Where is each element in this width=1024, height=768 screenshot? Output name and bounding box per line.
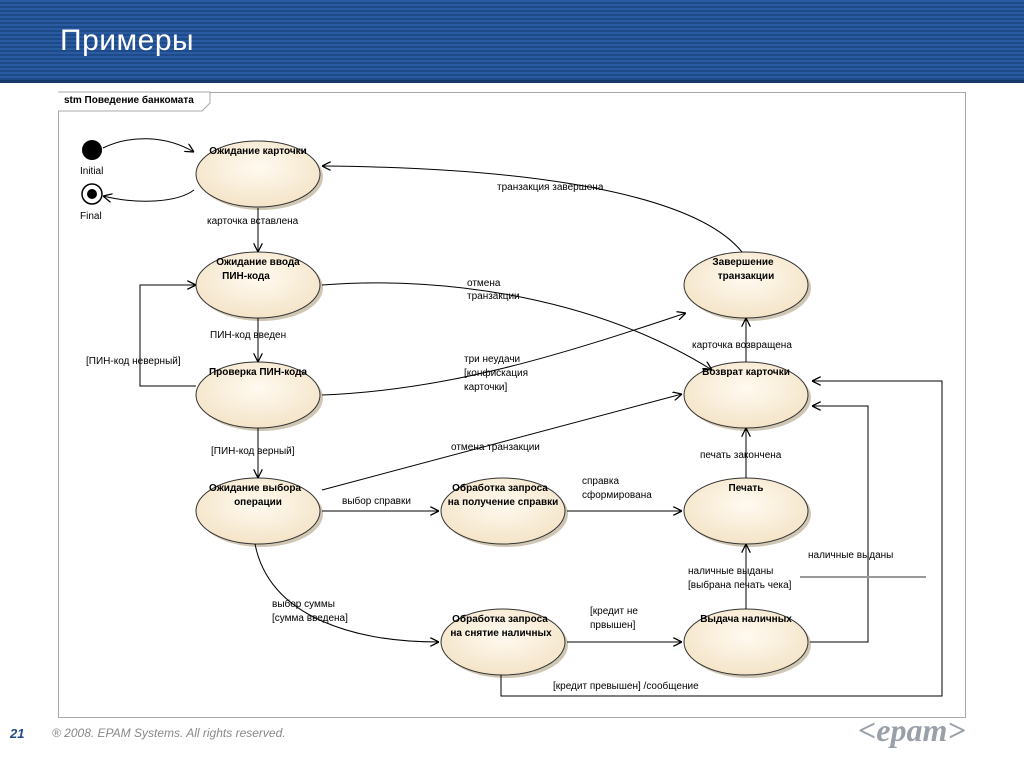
frame-tab	[58, 91, 211, 112]
slide-header	[0, 0, 1024, 80]
slide-title: Примеры	[60, 24, 195, 57]
transition-label: првышен]	[590, 620, 636, 631]
state-process-cash	[440, 608, 568, 678]
state-label: ПИН-кода	[222, 271, 270, 282]
transition-label: карточки]	[464, 382, 507, 393]
transition-label: ПИН-код введен	[210, 330, 286, 341]
final-node-core	[87, 189, 97, 199]
edge-credit-exceeded	[500, 381, 943, 697]
state-label: Завершение	[712, 257, 774, 268]
transition-label: три неудачи	[464, 354, 520, 365]
state-label: на получение справки	[448, 497, 559, 508]
state-label: Обработка запроса	[452, 482, 548, 494]
state-label: Ожидание карточки	[209, 146, 307, 157]
state-check-pin	[195, 361, 323, 431]
edge-transaction-done	[322, 166, 743, 253]
edge-cash-issued	[810, 406, 869, 643]
state-label: Ожидание ввода	[216, 257, 300, 268]
state-label: Возврат карточки	[702, 367, 790, 378]
transition-label: карточка возвращена	[692, 340, 792, 351]
initial-node	[82, 140, 102, 160]
transition-label: [кредит превышен] /сообщение	[553, 680, 699, 692]
transition-label: выбор суммы	[272, 598, 335, 610]
transition-label: сформирована	[582, 489, 652, 501]
transition-label: отмена транзакции	[451, 442, 540, 453]
state-process-help	[440, 477, 568, 547]
transition-label: отмена	[467, 278, 501, 289]
edge-three-fails	[321, 313, 686, 396]
initial-label: Initial	[80, 166, 103, 177]
transition-label: транзакция завершена	[497, 182, 604, 193]
transition-label: [ПИН-код верный]	[211, 446, 295, 457]
transition-label: [ПИН-код неверный]	[86, 356, 181, 367]
edge-pin-wrong	[139, 285, 196, 387]
state-label: операции	[234, 497, 282, 508]
state-label: Обработка запроса	[452, 613, 548, 625]
state-label: Проверка ПИН-кода	[209, 367, 308, 378]
state-wait-card	[195, 140, 323, 210]
state-wait-operation	[195, 477, 323, 547]
diagram-frame	[58, 92, 966, 718]
transition-label: [сумма введена]	[272, 613, 348, 624]
transition-label: наличные выданы	[808, 550, 893, 561]
transition-label: справка	[582, 476, 619, 487]
state-label: Ожидание выбора	[209, 482, 302, 494]
epam-logo: <epam>	[858, 712, 966, 748]
state-issue-cash	[683, 608, 811, 678]
edge-sum-select	[254, 543, 439, 642]
header-divider	[0, 80, 1024, 83]
transition-label: [конфискация	[464, 367, 528, 379]
transition-label: наличные выданы	[688, 566, 773, 577]
state-finish-transaction	[683, 251, 811, 321]
transition-label: выбор справки	[342, 495, 411, 507]
copyright-text: ® 2008. EPAM Systems. All rights reserve…	[52, 726, 286, 740]
edge-cancel-transaction	[321, 282, 712, 370]
state-wait-pin	[195, 251, 323, 321]
state-label: Печать	[729, 483, 764, 494]
state-label: транзакции	[718, 271, 774, 282]
transition-label: [кредит не	[590, 606, 638, 617]
edge-initial-to-wait-card	[102, 138, 194, 152]
transition-label: [выбрана печать чека]	[688, 579, 792, 591]
transition-label: транзакции	[467, 291, 520, 302]
diagram-frame-label: stm Поведение банкомата	[64, 95, 194, 106]
state-print	[683, 477, 811, 547]
state-label: на снятие наличных	[450, 628, 552, 639]
transition-label: печать закончена	[700, 450, 782, 461]
transition-label: карточка вставлена	[207, 216, 299, 227]
state-label: Выдача наличных	[700, 614, 792, 625]
edge-cancel-transaction-2	[321, 394, 682, 491]
edge-wait-card-to-final	[103, 189, 195, 201]
page-number: 21	[10, 726, 25, 741]
final-label: Final	[80, 211, 102, 222]
